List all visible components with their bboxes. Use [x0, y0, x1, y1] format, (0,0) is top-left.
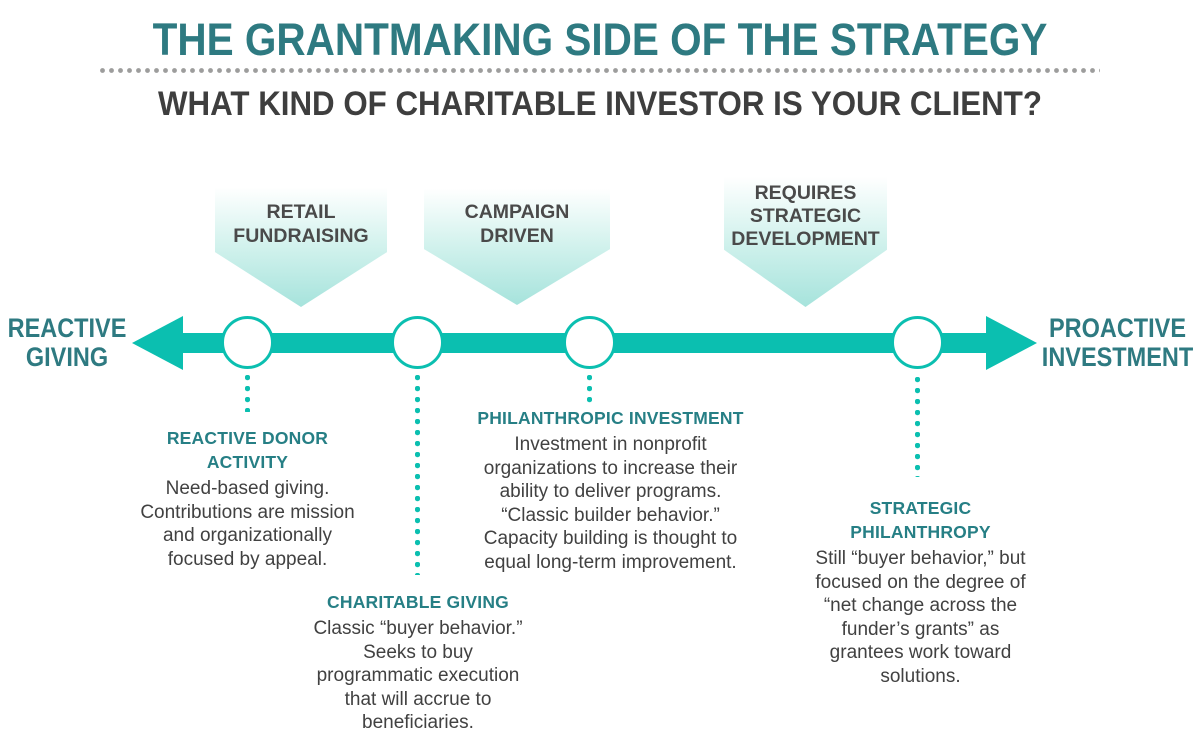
timeline-node-2 [391, 316, 444, 369]
page-title: THE GRANTMAKING SIDE OF THE STRATEGY [152, 14, 1048, 65]
marker-retail-fundraising: RETAIL FUNDRAISING [215, 185, 387, 307]
timeline-node-4 [891, 316, 944, 369]
dotted-separator [100, 68, 1100, 74]
timeline-node-1 [221, 316, 274, 369]
axis-label-proactive-investment: PROACTIVE INVESTMENT [1041, 313, 1194, 372]
segment-strategic-philanthropy: STRATEGIC PHILANTHROPY Still “buyer beha… [778, 496, 1063, 688]
dotted-connector-2 [415, 375, 420, 575]
segment-body: Need-based giving. Contributions are mis… [140, 478, 355, 570]
marker-label: CAMPAIGN DRIVEN [464, 201, 570, 247]
segment-body: Still “buyer behavior,” but focused on t… [815, 548, 1026, 687]
dotted-connector-4 [915, 377, 920, 477]
marker-campaign-driven: CAMPAIGN DRIVEN [424, 186, 610, 305]
segment-heading: PHILANTHROPIC INVESTMENT [477, 408, 744, 428]
marker-requires-strategic-development: REQUIRES STRATEGIC DEVELOPMENT [724, 174, 887, 307]
page-subtitle: WHAT KIND OF CHARITABLE INVESTOR IS YOUR… [158, 85, 1042, 123]
segment-reactive-donor-activity: REACTIVE DONOR ACTIVITY Need-based givin… [105, 426, 390, 571]
axis-label-reactive-giving: REACTIVE GIVING [7, 313, 127, 372]
segment-body: Investment in nonprofit organizations to… [483, 434, 738, 573]
dotted-connector-1 [245, 375, 250, 412]
segment-philanthropic-investment: PHILANTHROPIC INVESTMENT Investment in n… [468, 406, 753, 574]
marker-label: RETAIL FUNDRAISING [233, 201, 369, 247]
timeline-node-3 [563, 316, 616, 369]
segment-heading: STRATEGIC PHILANTHROPY [850, 498, 991, 542]
segment-heading: CHARITABLE GIVING [327, 592, 509, 612]
dotted-connector-3 [587, 375, 592, 406]
segment-charitable-giving: CHARITABLE GIVING Classic “buyer behavio… [278, 590, 558, 734]
marker-label: REQUIRES STRATEGIC DEVELOPMENT [731, 182, 880, 250]
right-arrowhead-icon [986, 316, 1037, 370]
segment-heading: REACTIVE DONOR ACTIVITY [166, 428, 329, 472]
segment-body: Classic “buyer behavior.” Seeks to buy p… [313, 618, 523, 733]
